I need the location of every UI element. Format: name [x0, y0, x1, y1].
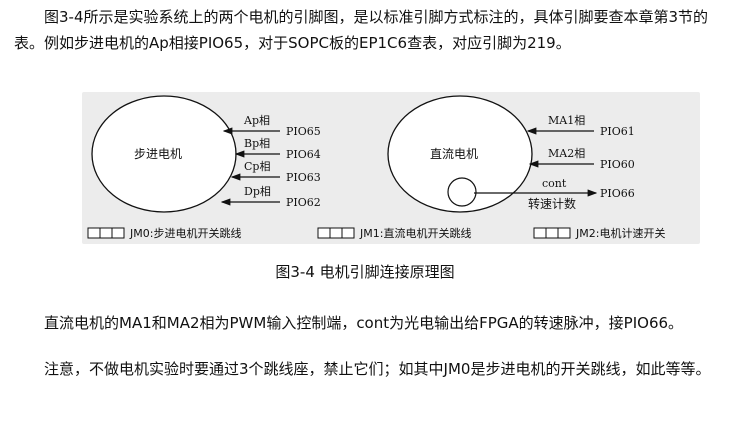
stepper-pin-b: PIO64 — [286, 148, 321, 161]
stepper-phase-a: Ap相 PIO65 — [222, 114, 321, 138]
motor-pin-diagram: 步进电机 Ap相 PIO65 Bp相 PIO64 Cp相 PIO63 Dp相 P… — [82, 92, 700, 244]
dc-motor-circle — [387, 95, 533, 213]
dc-input-ma2: MA2相 PIO60 — [528, 147, 635, 171]
stepper-phase-d: Dp相 PIO62 — [220, 185, 321, 209]
dc-motor-paragraph: 直流电机的MA1和MA2相为PWM输入控制端，cont为光电输出给FPGA的转速… — [44, 314, 684, 332]
dc-pin-ma1: PIO61 — [600, 125, 635, 138]
stepper-phase-c: Cp相 PIO63 — [230, 160, 321, 184]
speed-sensor-circle — [447, 177, 477, 207]
diagram-svg: 步进电机 Ap相 PIO65 Bp相 PIO64 Cp相 PIO63 Dp相 P… — [87, 95, 665, 240]
stepper-pin-a: PIO65 — [286, 125, 321, 138]
stepper-phase-b: Bp相 PIO64 — [234, 137, 321, 161]
stepper-pin-c: PIO63 — [286, 171, 321, 184]
jumper-jm2-label: JM2:电机计速开关 — [575, 226, 665, 240]
dc-output-signal: cont — [542, 177, 567, 190]
dc-phase-ma1-label: MA1相 — [548, 114, 585, 127]
stepper-motor-label: 步进电机 — [134, 147, 182, 161]
stepper-phase-c-label: Cp相 — [244, 160, 270, 173]
jumper-jm0: JM0:步进电机开关跳线 — [87, 226, 241, 240]
dc-output-cont: cont PIO66 转速计数 — [474, 177, 635, 211]
dc-motor-label: 直流电机 — [430, 147, 478, 161]
dc-input-ma1: MA1相 PIO61 — [526, 114, 635, 138]
stepper-phase-b-label: Bp相 — [244, 137, 270, 150]
jumper-jm1-label: JM1:直流电机开关跳线 — [359, 226, 471, 240]
figure-caption: 图3-4 电机引脚连接原理图 — [275, 263, 455, 281]
intro-paragraph: 图3-4所示是实验系统上的两个电机的引脚图，是以标准引脚方式标注的，具体引脚要查… — [14, 8, 709, 52]
dc-phase-ma2-label: MA2相 — [548, 147, 585, 160]
stepper-phase-a-label: Ap相 — [243, 114, 270, 127]
dc-pin-ma2: PIO60 — [600, 158, 635, 171]
dc-output-pin: PIO66 — [600, 187, 635, 200]
note-paragraph: 注意，不做电机实验时要通过3个跳线座，禁止它们；如其中JM0是步进电机的开关跳线… — [44, 360, 711, 378]
dc-output-desc: 转速计数 — [528, 196, 576, 211]
jumper-jm0-label: JM0:步进电机开关跳线 — [129, 226, 241, 240]
jumper-jm2: JM2:电机计速开关 — [533, 226, 665, 240]
stepper-phase-d-label: Dp相 — [244, 185, 271, 198]
stepper-pin-d: PIO62 — [286, 196, 321, 209]
jumper-jm1: JM1:直流电机开关跳线 — [317, 226, 471, 240]
